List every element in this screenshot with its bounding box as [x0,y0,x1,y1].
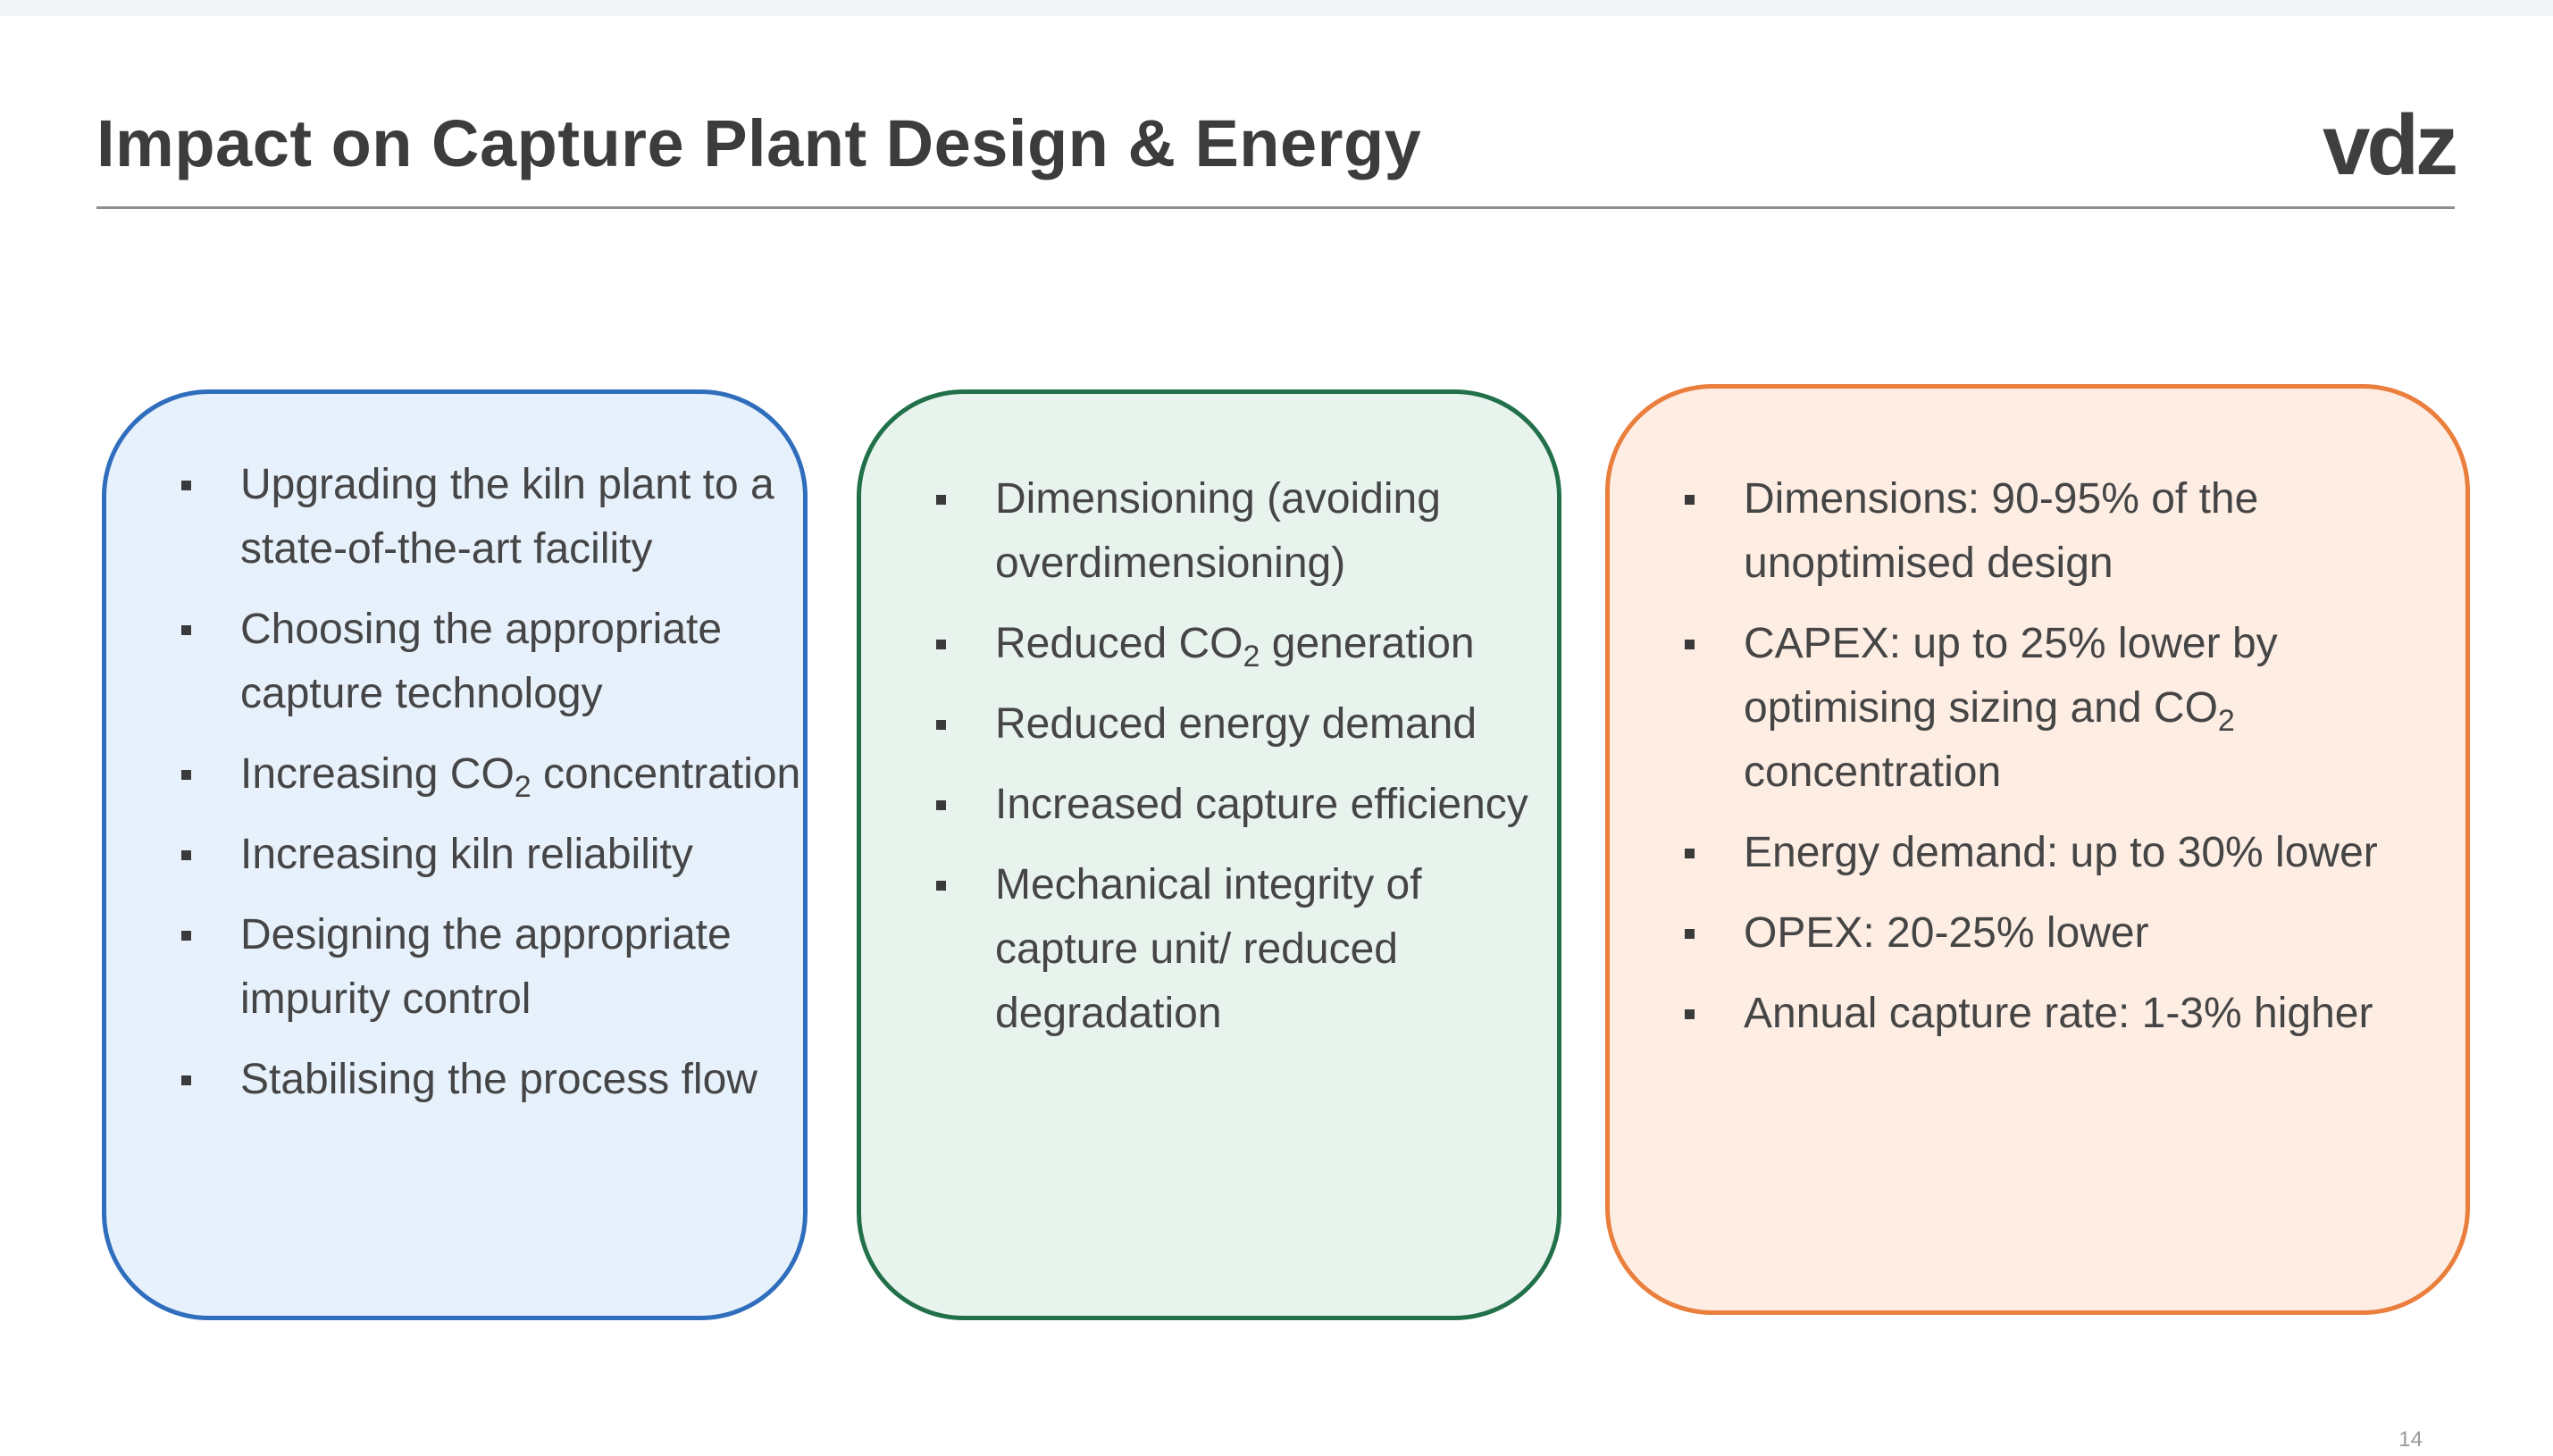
list-item: Energy demand: up to 30% lower [1610,821,2465,885]
item-text: Choosing the appropriate capture technol… [240,606,723,717]
title-divider [96,206,2455,209]
list-item: Choosing the appropriate capture technol… [106,598,803,726]
item-text: Mechanical integrity of capture unit/ re… [995,861,1422,1037]
results-list: Dimensions: 90-95% of the unoptimised de… [1610,467,2465,1046]
list-item: Increasing kiln reliability [106,823,803,887]
square-bullet-icon [181,625,191,635]
item-text: Energy demand: up to 30% lower [1744,829,2378,876]
measures-list: Upgrading the kiln plant to a state-of-t… [106,453,803,1112]
results-box: Dimensions: 90-95% of the unoptimised de… [1605,384,2470,1315]
list-item: Stabilising the process flow [106,1048,803,1112]
top-strip [0,0,2553,16]
page-number: 14 [2398,1427,2423,1452]
square-bullet-icon [936,881,946,891]
list-item: Reduced energy demand [861,692,1557,757]
square-bullet-icon [1685,1009,1695,1019]
item-text: concentration [531,750,801,798]
measures-box: Upgrading the kiln plant to a state-of-t… [102,389,808,1320]
effects-box: Dimensioning (avoiding overdimensioning)… [857,389,1561,1320]
vdz-logo: vdz [2322,97,2458,193]
item-text: Annual capture rate: 1-3% higher [1744,990,2373,1037]
item-text: Dimensioning (avoiding overdimensioning) [995,475,1441,587]
list-item: Increasing CO2 concentration [106,742,803,807]
list-item: Increased capture efficiency [861,773,1557,837]
item-text: Dimensions: 90-95% of the unoptimised de… [1744,475,2259,587]
square-bullet-icon [181,1075,191,1085]
item-text: CAPEX: up to 25% lower by optimising siz… [1744,620,2278,732]
square-bullet-icon [936,800,946,810]
square-bullet-icon [1685,640,1695,649]
square-bullet-icon [181,770,191,780]
square-bullet-icon [181,850,191,860]
square-bullet-icon [181,931,191,941]
square-bullet-icon [1685,929,1695,939]
list-item: Upgrading the kiln plant to a state-of-t… [106,453,803,582]
list-item: Designing the appropriate impurity contr… [106,903,803,1032]
square-bullet-icon [181,481,191,490]
item-text: concentration [1744,749,2002,796]
item-text: Reduced CO [995,620,1243,667]
list-item: Dimensions: 90-95% of the unoptimised de… [1610,467,2465,596]
item-text: Increasing CO [240,750,515,798]
list-item: Reduced CO2 generation [861,612,1557,676]
list-item: OPEX: 20-25% lower [1610,901,2465,966]
list-item: CAPEX: up to 25% lower by optimising siz… [1610,612,2465,805]
item-text: Stabilising the process flow [240,1056,758,1103]
item-text: Designing the appropriate impurity contr… [240,911,732,1023]
list-item: Mechanical integrity of capture unit/ re… [861,853,1557,1046]
item-text: generation [1260,620,1475,667]
square-bullet-icon [1685,849,1695,858]
co2-subscript: 2 [2217,704,2235,738]
item-text: OPEX: 20-25% lower [1744,909,2149,957]
item-text: Increasing kiln reliability [240,831,693,878]
co2-subscript: 2 [514,770,532,804]
square-bullet-icon [1685,495,1695,505]
item-text: Increased capture efficiency [995,781,1528,828]
square-bullet-icon [936,495,946,505]
square-bullet-icon [936,720,946,730]
co2-subscript: 2 [1243,640,1260,674]
item-text: Reduced energy demand [995,700,1477,748]
effects-list: Dimensioning (avoiding overdimensioning)… [861,467,1557,1046]
list-item: Annual capture rate: 1-3% higher [1610,982,2465,1046]
list-item: Dimensioning (avoiding overdimensioning) [861,467,1557,596]
slide-title: Impact on Capture Plant Design & Energy [96,106,1422,180]
square-bullet-icon [936,640,946,649]
item-text: Upgrading the kiln plant to a state-of-t… [240,461,774,573]
